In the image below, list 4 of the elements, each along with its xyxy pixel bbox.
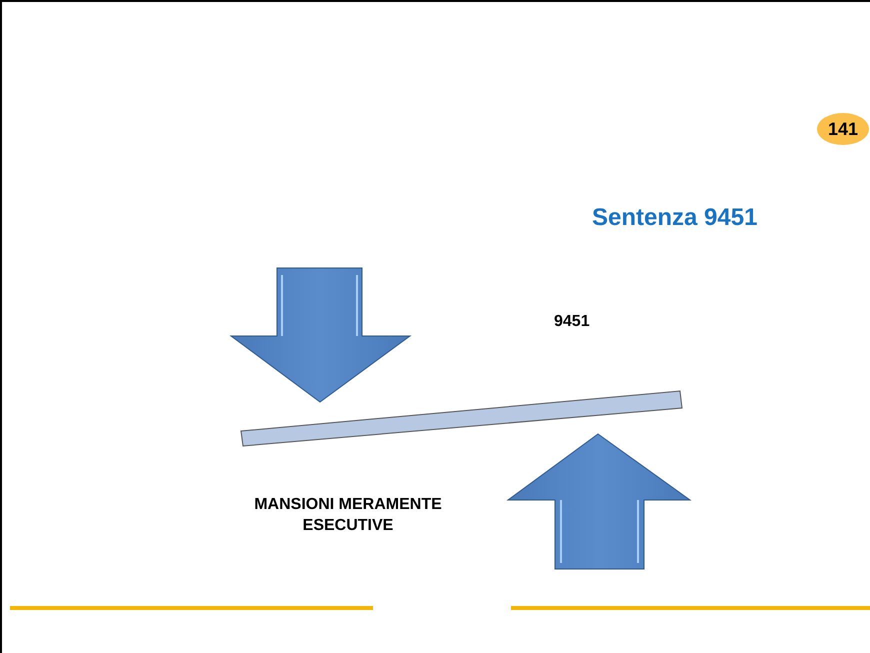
text-label: MANSIONI MERAMENTE ESECUTIVE: [253, 495, 443, 536]
slide-title: Sentenza 9451: [592, 204, 758, 232]
page-number-badge: 141: [817, 113, 869, 145]
text-label: 9451: [554, 313, 590, 331]
